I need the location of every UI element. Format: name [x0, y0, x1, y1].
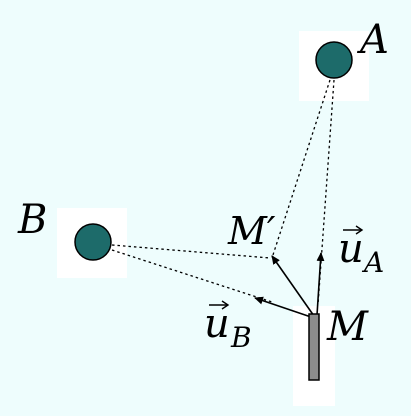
dotted-line-a-mprime	[271, 79, 331, 259]
label-a: A	[356, 17, 389, 63]
label-u-b-symbol: u	[204, 301, 230, 347]
label-mprime: M′	[227, 209, 276, 253]
label-u-a-symbol: u	[338, 226, 364, 272]
vector-u-a-arrow	[316, 252, 325, 316]
dotted-line-b-m	[111, 249, 273, 303]
node-a	[315, 41, 353, 79]
label-b: B	[17, 197, 47, 243]
label-u-b-subscript: B	[230, 321, 252, 354]
sensor-m	[308, 313, 320, 381]
vector-u-b-arrow	[254, 296, 312, 318]
label-m: M	[326, 304, 369, 350]
node-b	[74, 223, 112, 261]
dotted-line-b-mprime	[111, 244, 271, 259]
vector-m-to-mprime	[271, 255, 315, 317]
label-u-b: u B	[204, 300, 252, 354]
label-u-a-subscript: A	[361, 246, 384, 279]
label-u-a: u A	[338, 225, 384, 279]
